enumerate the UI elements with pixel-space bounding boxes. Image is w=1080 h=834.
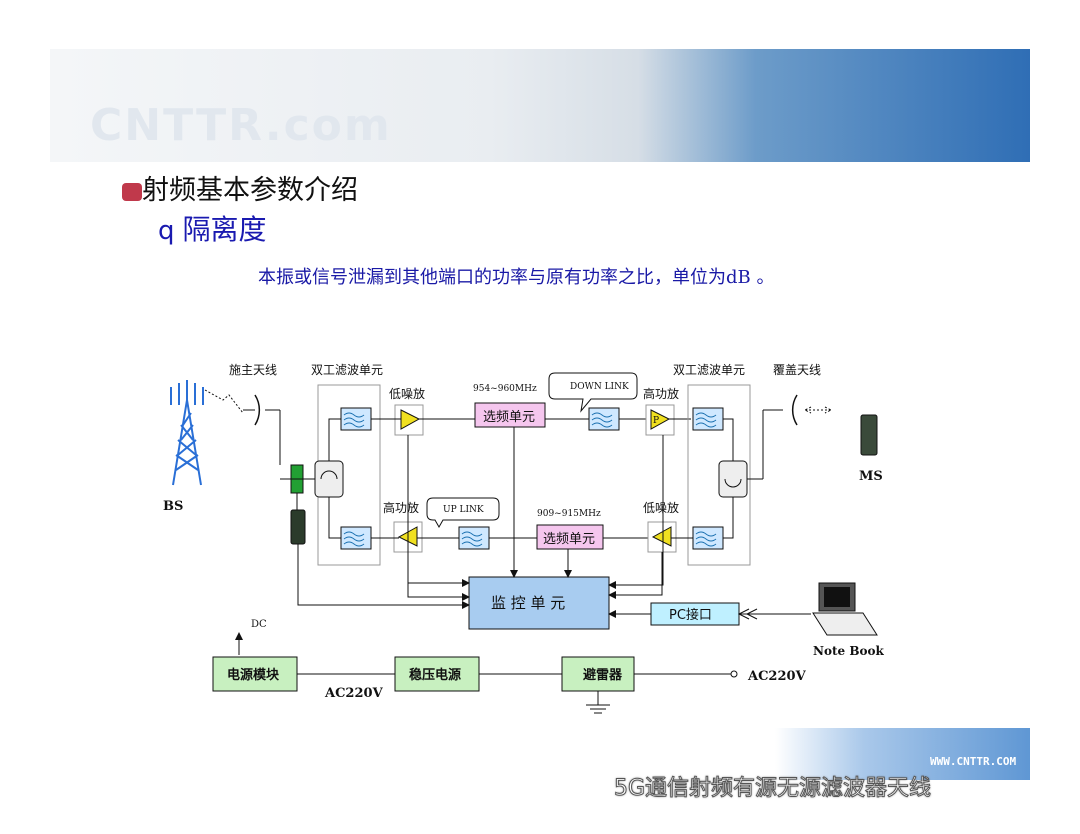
notebook-label: Note Book <box>813 644 884 658</box>
header-banner <box>50 49 1030 162</box>
pa-top-mark: P <box>653 416 659 426</box>
coverage-antenna-label: 覆盖天线 <box>773 363 821 377</box>
select-unit-up <box>536 524 604 550</box>
filter-mid-top-wave <box>591 412 613 428</box>
line-right-duplex <box>723 418 734 539</box>
freq-down-label: 954~960MHz <box>473 384 537 394</box>
bs-tower-icon <box>170 380 204 486</box>
footer-banner <box>775 728 1030 780</box>
ac-right-label: AC220V <box>747 669 807 684</box>
description-text: 本振或信号泄漏到其他端口的功率与原有功率之比，单位为dB 。 <box>258 267 775 288</box>
subheading-text: 隔离度 <box>182 213 267 246</box>
ctrl-pa-bottom <box>407 552 470 601</box>
subheading-bullet: q <box>158 216 175 246</box>
ground-icon <box>586 691 610 714</box>
line-notebook-pc <box>737 608 811 620</box>
ctrl-lna-bottom <box>608 552 663 599</box>
select-unit-down <box>474 402 546 428</box>
lightning-arrester-label: 避雷器 <box>583 667 623 683</box>
lna-bottom-amp-icon <box>651 526 672 547</box>
uplink-label: UP LINK <box>443 505 484 515</box>
filter-mid-bottom-wave <box>461 531 483 547</box>
downlink-callout <box>548 372 638 413</box>
wireless-link-right <box>803 406 833 414</box>
regulator <box>394 656 480 692</box>
filter-right-bottom-wave <box>695 531 717 547</box>
circulator-left-arrow <box>320 470 338 480</box>
ms-label: MS <box>859 469 883 484</box>
dc-label: DC <box>251 619 267 630</box>
power-module-label: 电源模块 <box>227 667 280 683</box>
ms-phone-icon <box>860 414 878 456</box>
pa-top-amp-icon <box>650 409 671 430</box>
monitor-unit-label: 监 控 单 元 <box>491 594 565 612</box>
filter-right-top-wave <box>695 412 717 428</box>
monitor-unit <box>468 576 610 630</box>
ctrl-phone <box>297 544 470 609</box>
footer-credit: 5G通信射频有源无源滤波器天线 <box>613 776 932 802</box>
select-unit-down-label: 选频单元 <box>483 410 535 425</box>
line-left-duplex <box>328 418 341 539</box>
page-title: 射频基本参数介绍 <box>122 168 358 207</box>
filter-left-top-wave <box>343 412 365 428</box>
footer-url: WWW.CNTTR.COM <box>930 755 1017 768</box>
power-module <box>212 656 298 692</box>
duplexer-left-label: 双工滤波单元 <box>311 363 383 377</box>
uplink-callout <box>426 497 500 529</box>
ctrl-pa-top <box>608 435 664 589</box>
flower-bullet-icon <box>122 182 142 201</box>
donor-antenna-label: 施主天线 <box>229 363 277 377</box>
ac-left-label: AC220V <box>324 686 384 701</box>
monitor-phone-icon <box>290 509 306 545</box>
bs-label: BS <box>163 499 183 514</box>
repeater-diagram: BS 施主天线 双工滤波单元 低噪放 954~960MHz 选频单元 DOWN … <box>143 355 943 725</box>
freq-up-label: 909~915MHz <box>537 509 601 519</box>
page-title-text: 射频基本参数介绍 <box>142 175 358 206</box>
regulator-label: 稳压电源 <box>409 667 461 683</box>
donor-antenna-icon <box>254 394 261 426</box>
notebook-icon <box>812 582 878 636</box>
lna-top-label: 低噪放 <box>389 386 425 401</box>
select-unit-up-label: 选频单元 <box>543 532 595 547</box>
banner-watermark: CNTTR.com <box>90 100 392 151</box>
duplexer-right-box <box>687 384 751 566</box>
pa-bottom-label: 高功放 <box>383 500 419 515</box>
lna-bottom-label: 低噪放 <box>643 500 679 515</box>
pc-port-label: PC接口 <box>669 607 712 623</box>
filter-left-bottom-wave <box>343 531 365 547</box>
duplexer-right-label: 双工滤波单元 <box>673 363 745 377</box>
circulator-right-icon <box>718 460 748 498</box>
wireless-link-left <box>204 389 244 414</box>
circulator-left-icon <box>314 460 344 498</box>
ac-terminal <box>730 670 738 678</box>
coverage-antenna-icon <box>791 394 798 426</box>
pa-top-label: 高功放 <box>643 386 679 401</box>
downlink-label: DOWN LINK <box>570 382 629 392</box>
circulator-right-arrow <box>724 478 742 488</box>
